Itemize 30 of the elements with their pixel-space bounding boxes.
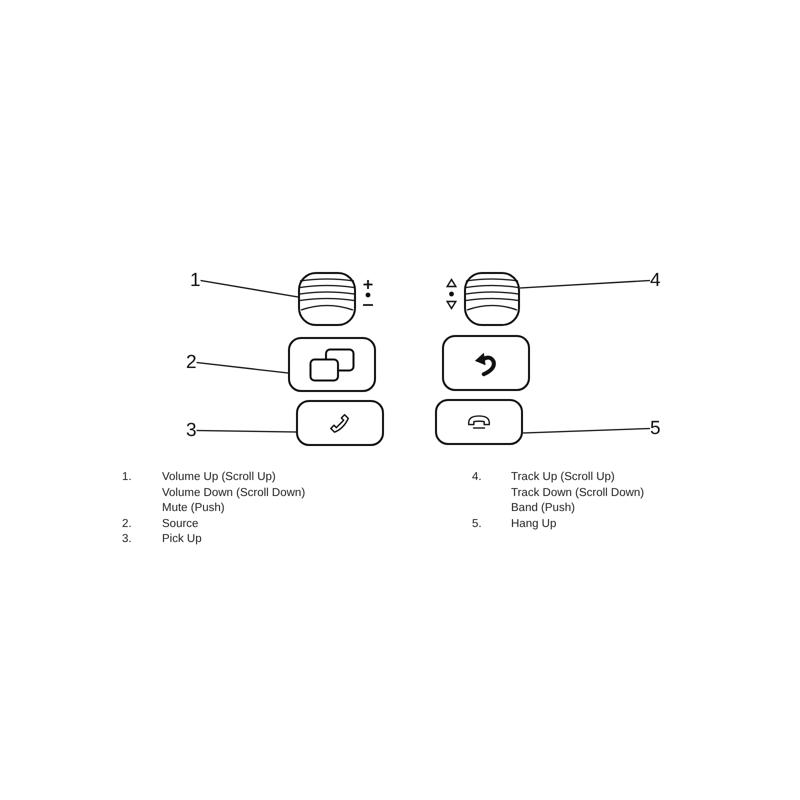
leader-line [196,362,288,374]
callout-number: 2 [186,353,197,372]
list-number: 3. [122,532,132,546]
description-text: Volume Down (Scroll Down) [162,486,306,500]
push-button [296,400,384,446]
description-text: Pick Up [162,532,202,546]
list-number: 5. [472,516,482,530]
scroll-wheel [298,272,356,326]
description-text: Track Up (Scroll Up) [511,470,615,484]
description-text: Band (Push) [511,501,575,515]
callout-number: 5 [650,419,661,438]
push-button [442,335,530,391]
leader-line [520,280,650,289]
leader-line [522,428,650,434]
description-text: Hang Up [511,516,556,530]
list-number: 1. [122,470,132,484]
leader-line [196,430,296,433]
list-number: 2. [122,516,132,530]
description-text: Track Down (Scroll Down) [511,486,644,500]
list-number: 4. [472,470,482,484]
callout-number: 3 [186,421,197,440]
callout-number: 4 [650,271,661,290]
push-button [288,337,376,392]
push-button [435,399,523,445]
description-text: Mute (Push) [162,501,225,515]
scroll-wheel [464,272,520,326]
description-text: Source [162,516,198,530]
callout-number: 1 [190,271,201,290]
leader-line [200,280,298,298]
description-text: Volume Up (Scroll Up) [162,470,276,484]
